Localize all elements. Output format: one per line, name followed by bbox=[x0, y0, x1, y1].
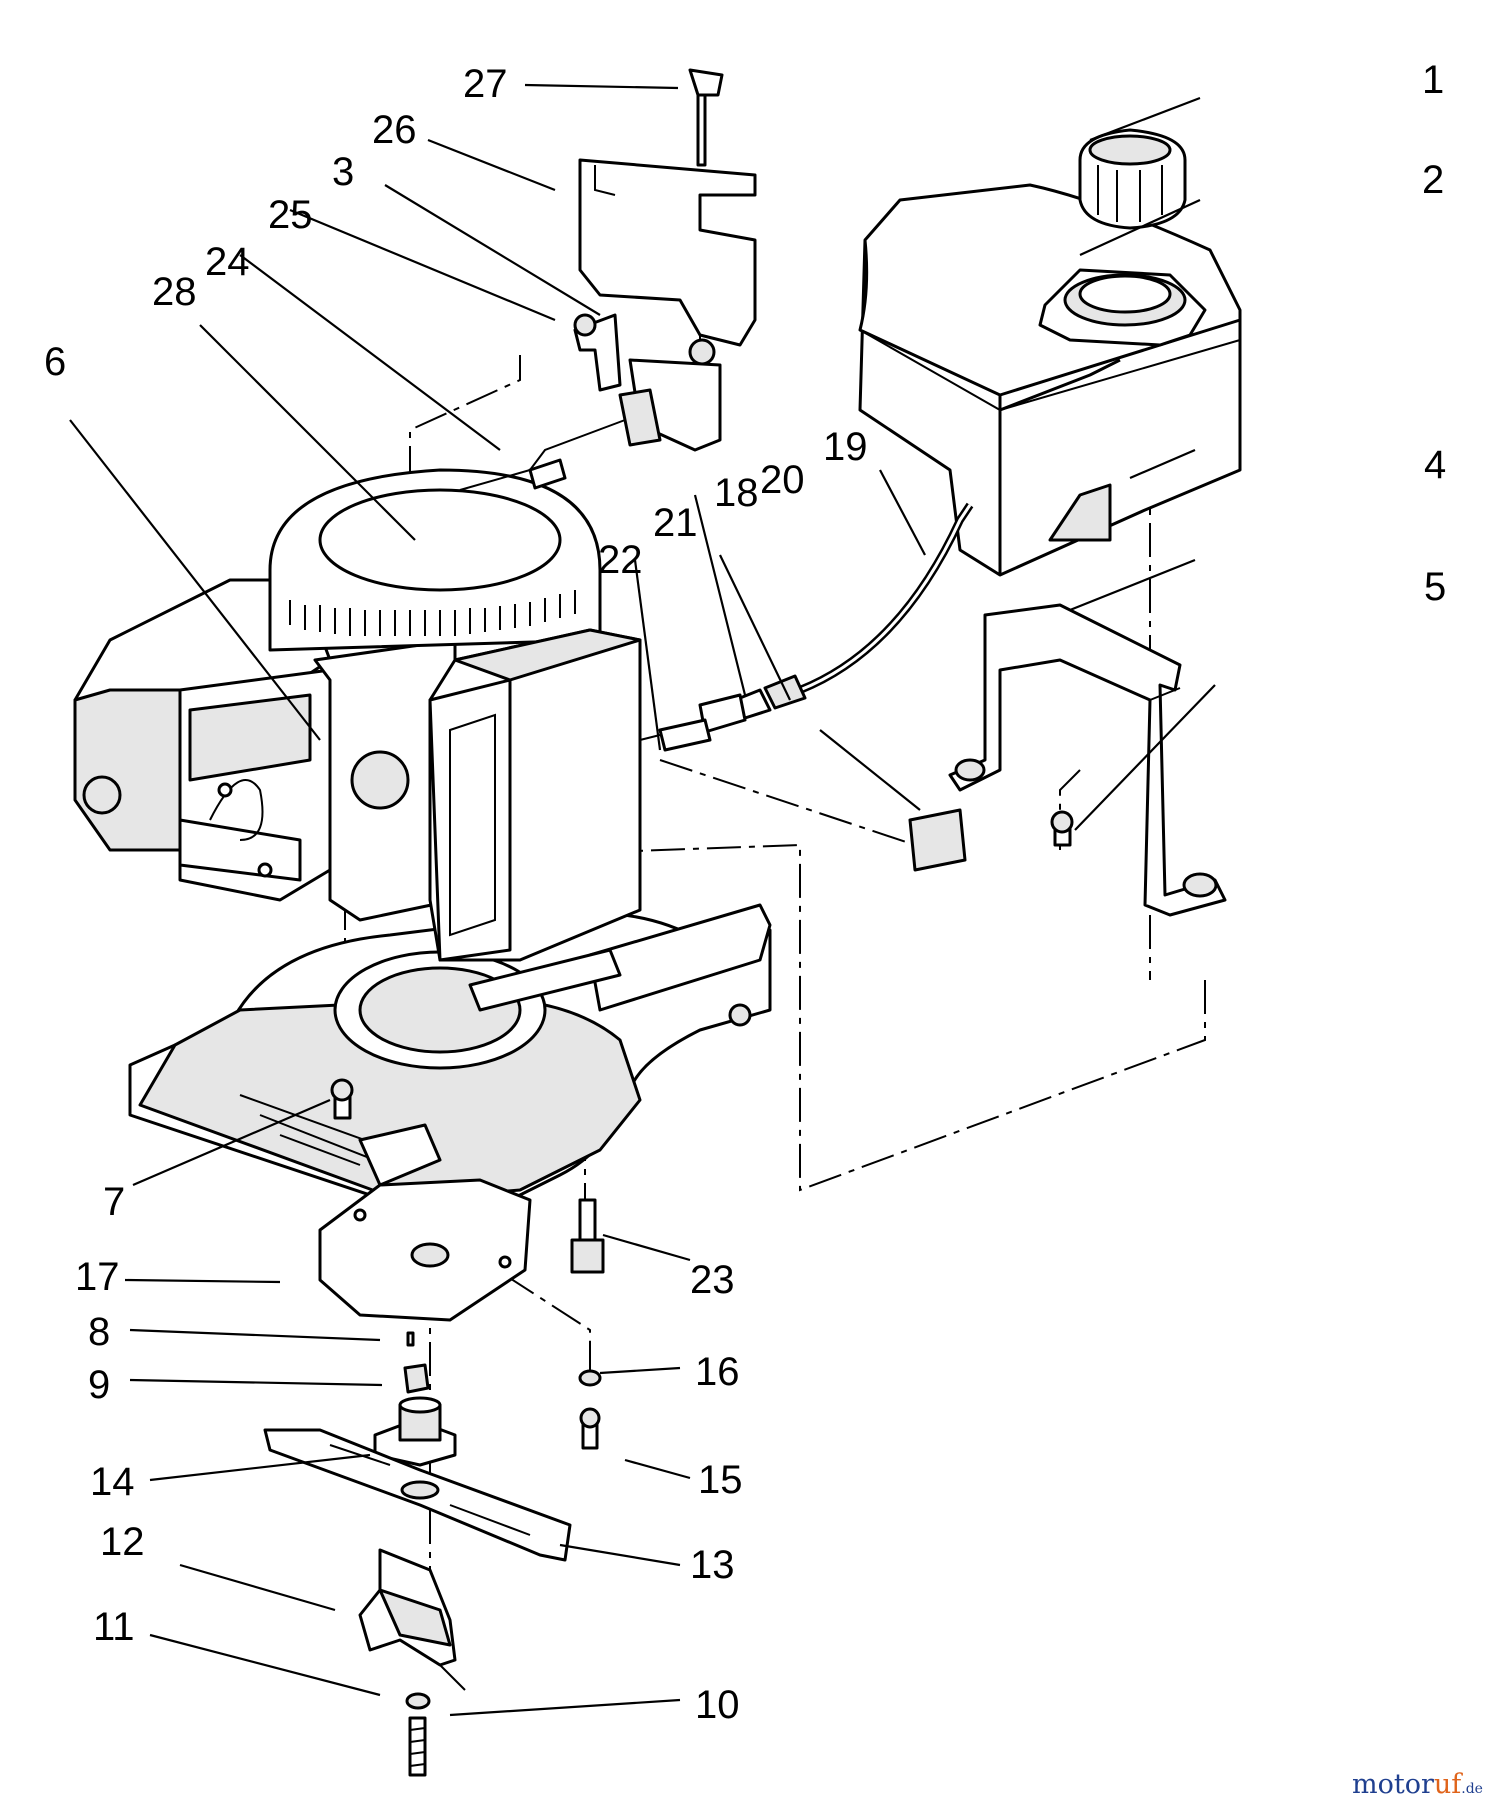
callout-6: 6 bbox=[44, 340, 66, 384]
callout-22: 22 bbox=[598, 538, 643, 582]
callout-21: 21 bbox=[653, 501, 698, 545]
deck-plate bbox=[318, 1178, 532, 1322]
callout-27: 27 bbox=[463, 62, 508, 106]
callout-28: 28 bbox=[152, 270, 197, 314]
callout-2: 2 bbox=[1422, 158, 1444, 202]
blade bbox=[263, 1428, 572, 1562]
throttle-parts bbox=[459, 68, 757, 491]
engine bbox=[73, 468, 642, 962]
leader-lines bbox=[69, 83, 1216, 1717]
callout-24: 24 bbox=[205, 240, 250, 284]
callout-15: 15 bbox=[698, 1458, 743, 1502]
callout-18: 18 bbox=[714, 471, 759, 515]
callout-23: 23 bbox=[690, 1258, 735, 1302]
fuel-tank bbox=[858, 128, 1242, 577]
callout-labels: 1 2 3 4 5 6 7 8 9 10 11 12 13 14 15 16 1… bbox=[44, 58, 1446, 1727]
callout-7: 7 bbox=[103, 1180, 125, 1224]
callout-3: 3 bbox=[332, 150, 354, 194]
motoruf-logo: motoruf.de bbox=[1352, 1769, 1483, 1800]
fuel-line bbox=[639, 502, 974, 872]
tank-bracket bbox=[948, 603, 1227, 917]
callout-5: 5 bbox=[1424, 565, 1446, 609]
callout-11: 11 bbox=[93, 1605, 135, 1649]
callout-17: 17 bbox=[75, 1255, 120, 1299]
svg-text:motoruf.de: motoruf.de bbox=[1352, 1769, 1483, 1800]
callout-1: 1 bbox=[1422, 58, 1444, 102]
mower-deck bbox=[128, 903, 772, 1212]
callout-10: 10 bbox=[695, 1683, 740, 1727]
callout-4: 4 bbox=[1424, 443, 1446, 487]
callout-12: 12 bbox=[100, 1520, 145, 1564]
callout-9: 9 bbox=[88, 1363, 110, 1407]
callout-26: 26 bbox=[372, 108, 417, 152]
starter-vents bbox=[289, 590, 576, 636]
callout-8: 8 bbox=[88, 1310, 110, 1354]
blade-adapter bbox=[373, 1396, 457, 1467]
mulch-blade bbox=[358, 1548, 466, 1691]
callout-13: 13 bbox=[690, 1543, 735, 1587]
hardware bbox=[330, 810, 1074, 1777]
callout-19: 19 bbox=[823, 425, 868, 469]
callout-16: 16 bbox=[695, 1350, 740, 1394]
callout-14: 14 bbox=[90, 1460, 135, 1504]
callout-20: 20 bbox=[760, 458, 805, 502]
callout-25: 25 bbox=[268, 193, 313, 237]
